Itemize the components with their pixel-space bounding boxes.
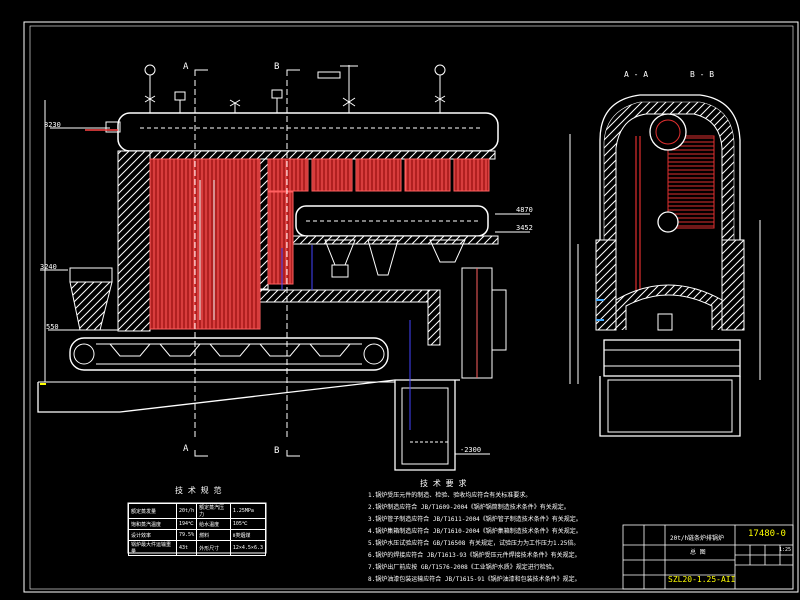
brick-wall-front: [117, 150, 151, 332]
title-block: [622, 524, 794, 590]
spec-cell: 燃料: [196, 529, 231, 541]
drawing-subtitle: 总 图: [690, 549, 706, 556]
notes-title: 技 术 要 求: [420, 479, 467, 488]
spec-cell: 额定蒸汽压力: [196, 503, 231, 519]
spec-cell: 饱和蒸汽温度: [127, 518, 178, 530]
safety-valve-icon: [174, 91, 186, 113]
drawing-name: 20t/h链条炉排锅炉: [670, 535, 725, 542]
section-view: [569, 94, 761, 437]
section-label-b-bottom: B: [274, 446, 280, 456]
spec-cell: 105℃: [229, 518, 267, 530]
sheet-inner-border: [29, 25, 794, 590]
note-item: 3.锅炉管子制造应符合 JB/T1611-2004《锅炉管子制造技术条件》有关规…: [368, 516, 582, 523]
note-item: 1.锅炉受压元件的制造、检验、验收均应符合有关标准要求。: [368, 492, 532, 499]
spec-table: 额定蒸发量 20t/h 额定蒸汽压力 1.25MPa 饱和蒸汽温度 194℃ 给…: [127, 503, 267, 556]
drawing-number: 17480-0: [748, 529, 786, 539]
spec-cell: 1.25MPa: [229, 503, 267, 519]
spec-cell: 12×4.5×6.3: [229, 540, 267, 556]
left-dimensions: [40, 100, 110, 382]
foundation: [37, 379, 460, 413]
note-item: 8.锅炉油漆包装运输应符合 JB/T1615-91《锅炉油漆和包装技术条件》规定…: [368, 576, 581, 583]
spec-cell: 194℃: [176, 518, 198, 530]
note-item: 6.锅炉的焊接应符合 JB/T1613-93《锅炉受压元件焊接技术条件》有关规定…: [368, 552, 581, 559]
section-label-b-top: B: [274, 62, 280, 72]
grate-section: [603, 339, 741, 377]
side-view-title: A - A: [624, 70, 649, 79]
upper-drum-section: [649, 113, 687, 151]
lower-drum-section: [657, 211, 679, 233]
note-item: 7.锅炉出厂前应按 GB/T1576-2008《工业锅炉水质》规定进行检验。: [368, 564, 558, 571]
spec-row: 设计效率 79.5% 燃料 Ⅱ类烟煤: [127, 529, 267, 541]
boiler-model: SZL20-1.25-AII: [668, 575, 736, 584]
dim-left-high: 8230: [44, 121, 61, 129]
spec-cell: 额定蒸发量: [127, 503, 178, 519]
spec-cell: Ⅱ类烟煤: [229, 529, 267, 541]
side-elevation: [37, 64, 507, 471]
spec-cell: 设计效率: [127, 529, 178, 541]
coal-hopper: [69, 267, 113, 283]
upper-drum: [117, 112, 499, 152]
spec-cell: 外形尺寸: [196, 540, 231, 556]
center-lines: [194, 80, 288, 440]
note-item: 4.锅炉集箱制造应符合 JB/T1610-2004《锅炉集箱制造技术条件》有关规…: [368, 528, 582, 535]
spec-row: 锅炉最大件运输重量 43t 外形尺寸 12×4.5×6.3: [127, 540, 267, 556]
sheet-border: [23, 21, 799, 593]
end-view-title: B - B: [690, 70, 715, 79]
section-label-a-bottom: A: [183, 444, 189, 454]
spec-cell: 79.5%: [176, 529, 198, 541]
drawing-scale: 1:25: [779, 547, 792, 553]
spec-cell: 43t: [176, 540, 198, 556]
furnace-arch: [599, 94, 741, 240]
spec-cell: 20t/h: [176, 503, 198, 519]
convection-bank: [267, 158, 309, 192]
note-item: 2.锅炉制造应符合 JB/T1609-2004《锅炉锅筒制造技术条件》有关规定。: [368, 504, 570, 511]
convection-tubes-section: [667, 135, 715, 229]
spec-cell: 给水温度: [196, 518, 231, 530]
pressure-gauge-icon: [434, 64, 446, 76]
main-steam-valve-icon: [340, 65, 358, 113]
side-brick-wall: [595, 239, 617, 331]
dim-right-1: 4870: [516, 206, 533, 214]
dim-bottom-right: -2300: [460, 446, 482, 454]
section-markers: [194, 69, 300, 457]
spec-row: 额定蒸发量 20t/h 额定蒸汽压力 1.25MPa: [127, 503, 267, 519]
notes-list: 1.锅炉受压元件的制造、检验、验收均应符合有关标准要求。 2.锅炉制造应符合 J…: [368, 490, 618, 586]
spec-title: 技 术 规 范: [175, 486, 222, 495]
spec-cell: 锅炉最大件运输重量: [127, 540, 178, 556]
pressure-gauge-icon: [144, 64, 156, 76]
chain-grate: [69, 337, 389, 371]
water-wall-tubes: [149, 158, 261, 330]
dim-right-2: 3452: [516, 224, 533, 232]
spec-row: 饱和蒸汽温度 194℃ 给水温度 105℃: [127, 518, 267, 530]
note-item: 5.锅炉水压试验应符合 GB/T16508 有关规定，试验压力为工作压力1.25…: [368, 540, 580, 547]
dim-left-mid: 3240: [40, 263, 57, 271]
right-dimensions: [455, 213, 530, 455]
section-label-a-top: A: [183, 62, 189, 72]
dim-left-low: 550: [46, 323, 59, 331]
ash-pit-section: [599, 376, 741, 437]
